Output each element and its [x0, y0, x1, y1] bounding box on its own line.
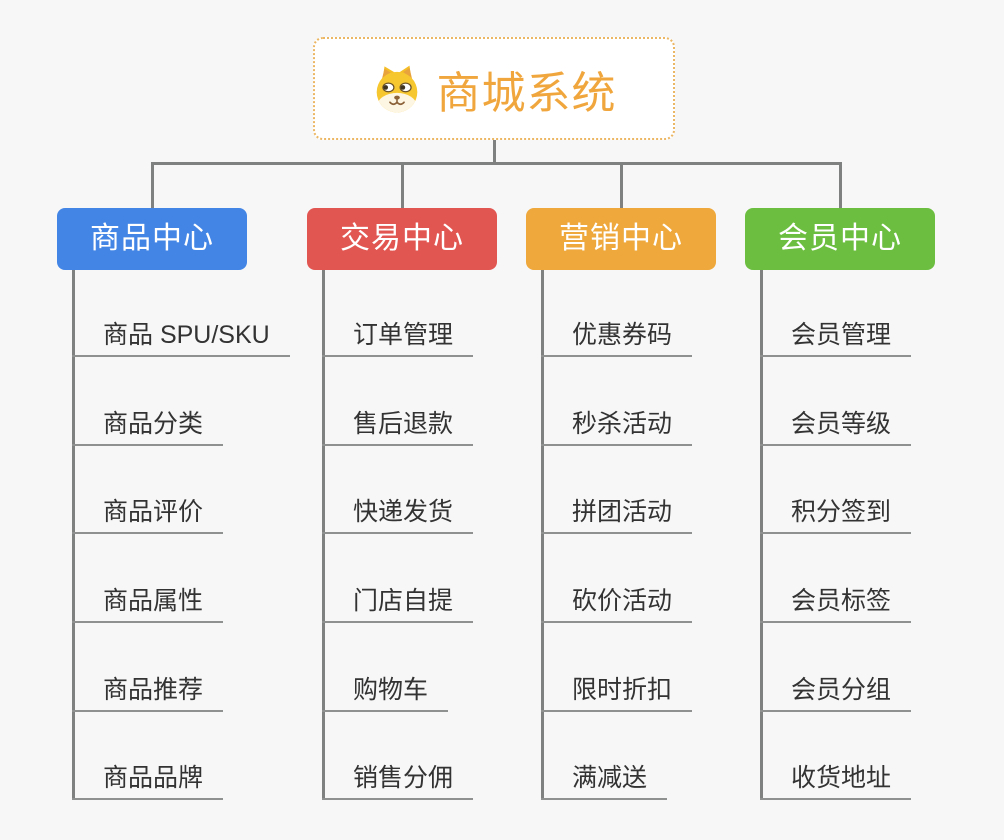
leaf-node[interactable]: 销售分佣: [322, 758, 474, 800]
connector-drop: [838, 162, 842, 208]
leaf-node[interactable]: 商品属性: [72, 581, 224, 623]
leaf-node[interactable]: 秒杀活动: [541, 404, 693, 446]
leaf-node[interactable]: 会员管理: [760, 315, 912, 357]
leaf-node[interactable]: 门店自提: [322, 581, 474, 623]
root-node[interactable]: 商城系统: [313, 37, 675, 140]
leaf-node[interactable]: 会员分组: [760, 670, 912, 712]
leaf-node[interactable]: 商品 SPU/SKU: [72, 315, 290, 357]
root-title: 商城系统: [436, 68, 617, 118]
branch-node[interactable]: 营销中心: [526, 208, 716, 270]
leaf-node[interactable]: 售后退款: [322, 404, 474, 446]
leaf-node[interactable]: 商品分类: [72, 404, 224, 446]
leaf-node[interactable]: 商品推荐: [72, 670, 224, 712]
branch-node[interactable]: 会员中心: [745, 208, 935, 270]
leaf-node[interactable]: 商品评价: [72, 492, 224, 534]
leaf-node[interactable]: 订单管理: [322, 315, 474, 357]
leaf-node[interactable]: 优惠券码: [541, 315, 693, 357]
branch-node[interactable]: 商品中心: [57, 208, 247, 270]
branch-trunk-line: [541, 270, 544, 800]
leaf-node[interactable]: 砍价活动: [541, 581, 693, 623]
connector-root-stem: [492, 140, 496, 162]
leaf-node[interactable]: 拼团活动: [541, 492, 693, 534]
branch-trunk-line: [322, 270, 325, 800]
leaf-node[interactable]: 积分签到: [760, 492, 912, 534]
dog-face-icon: [376, 65, 417, 112]
leaf-node[interactable]: 满减送: [541, 758, 668, 800]
branch-node[interactable]: 交易中心: [307, 208, 497, 270]
leaf-node[interactable]: 限时折扣: [541, 670, 693, 712]
leaf-node[interactable]: 收货地址: [760, 758, 912, 800]
branch-trunk-line: [72, 270, 75, 800]
connector-drop: [150, 162, 154, 208]
connector-drop: [619, 162, 623, 208]
leaf-node[interactable]: 会员标签: [760, 581, 912, 623]
connector-drop: [400, 162, 404, 208]
leaf-node[interactable]: 快递发货: [322, 492, 474, 534]
leaf-node[interactable]: 商品品牌: [72, 758, 224, 800]
leaf-node[interactable]: 会员等级: [760, 404, 912, 446]
branch-trunk-line: [760, 270, 763, 800]
connector-horizontal: [150, 162, 842, 165]
leaf-node[interactable]: 购物车: [322, 670, 449, 712]
